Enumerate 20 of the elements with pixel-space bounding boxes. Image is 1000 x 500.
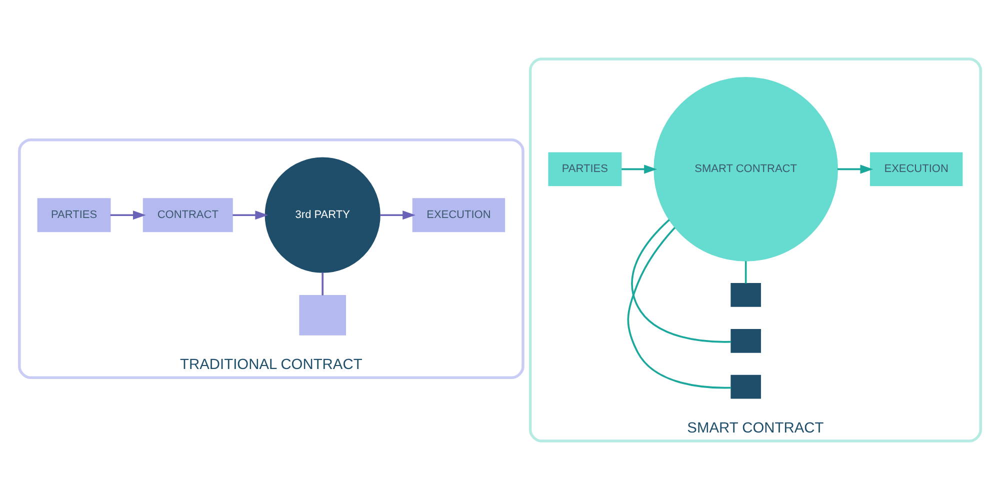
- arrow: [622, 164, 657, 174]
- arrow: [232, 210, 268, 220]
- node-box: EXECUTION: [870, 152, 963, 186]
- node-box: EXECUTION: [412, 198, 506, 232]
- arrow: [110, 210, 146, 220]
- node-circle: SMART CONTRACT: [654, 77, 838, 262]
- node-box: [730, 374, 761, 399]
- connector: [627, 227, 732, 389]
- node-box: [730, 283, 761, 307]
- node-box: CONTRACT: [142, 198, 233, 232]
- node-box: [730, 328, 761, 353]
- connector: [322, 272, 324, 296]
- node-box: PARTIES: [548, 152, 622, 186]
- connector: [631, 219, 732, 343]
- arrow: [838, 164, 874, 174]
- node-circle: 3rd PARTY: [264, 157, 380, 273]
- connector: [744, 261, 747, 284]
- arrow: [380, 210, 416, 220]
- node-box: PARTIES: [37, 198, 111, 232]
- node-box: [299, 295, 346, 336]
